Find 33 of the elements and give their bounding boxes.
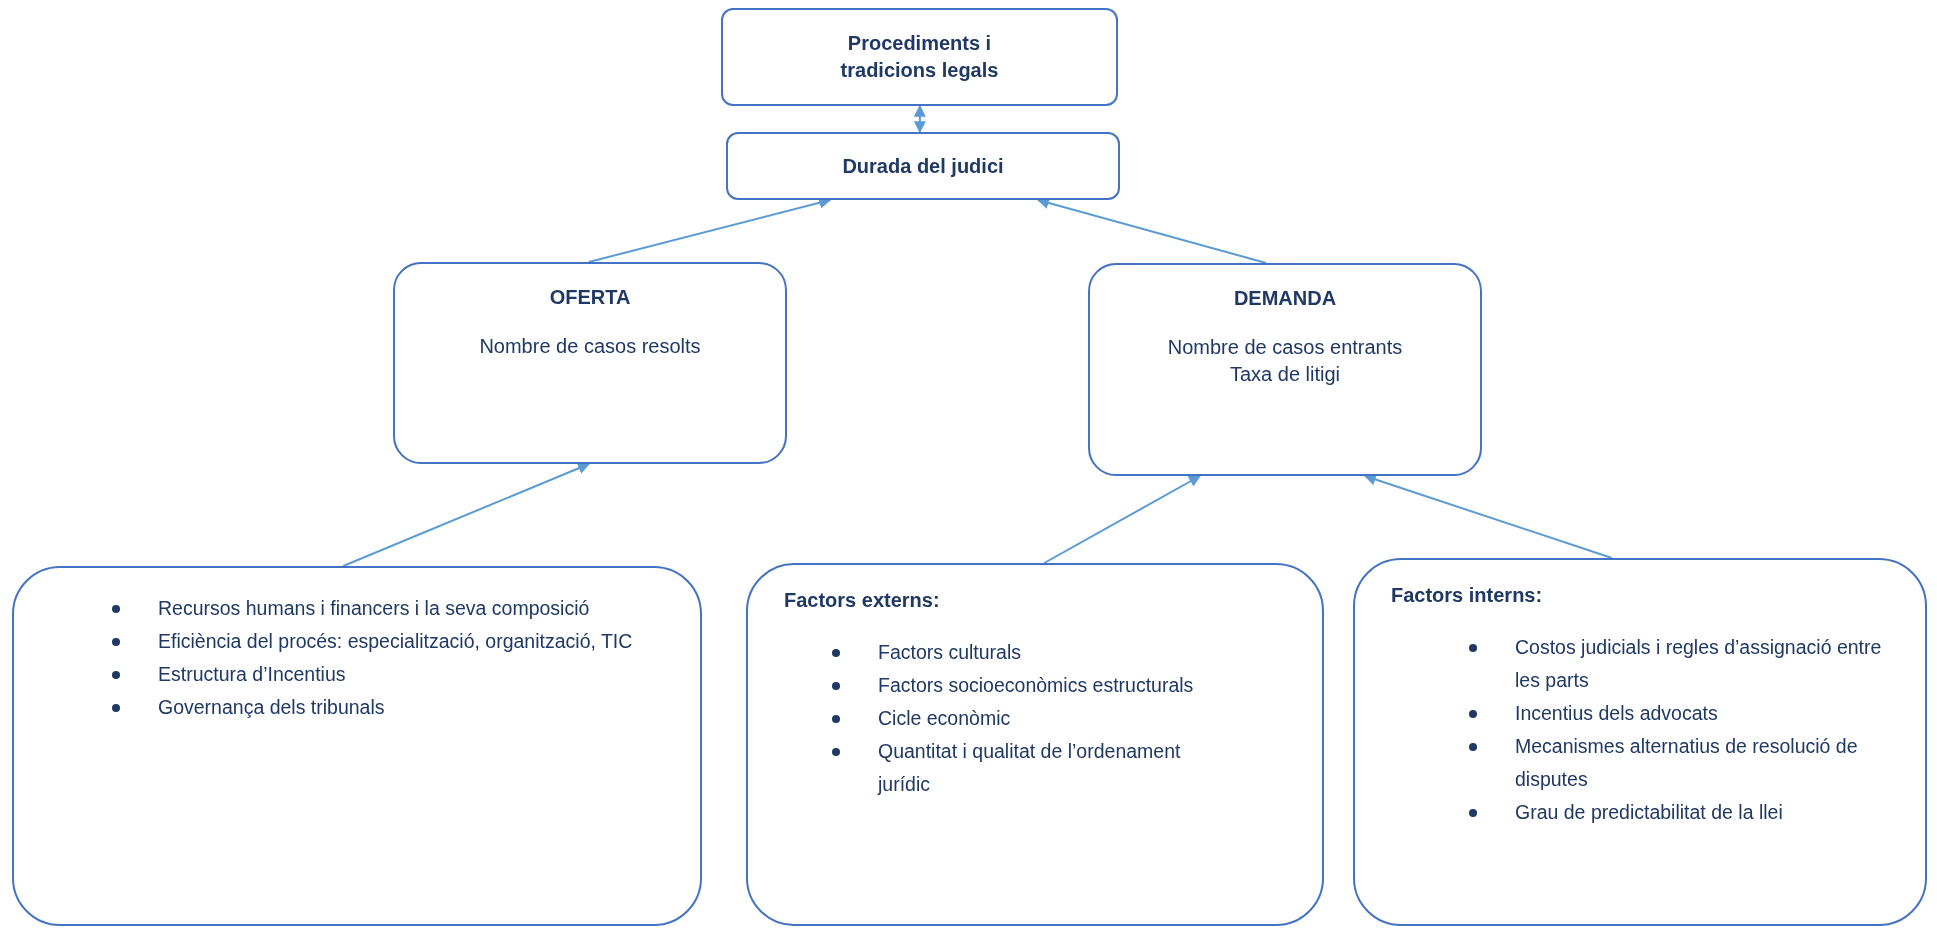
bullet-item: Factors socioeconòmics estructurals xyxy=(878,673,1194,698)
rounded-box xyxy=(1088,263,1482,476)
box-text: Taxa de litigi xyxy=(1229,362,1341,387)
rounded-box xyxy=(393,262,787,464)
bullet-item: Incentius dels advocats xyxy=(1515,701,1718,726)
rounded-box xyxy=(726,132,1120,200)
box-heading: DEMANDA xyxy=(1233,286,1337,311)
box-heading: OFERTA xyxy=(549,285,631,310)
box-text: Nombre de casos entrants xyxy=(1167,335,1403,360)
box-heading: Factors externs: xyxy=(784,588,941,613)
bullet-item: Cicle econòmic xyxy=(878,706,1011,731)
arrow xyxy=(1363,473,1613,559)
rounded-box xyxy=(746,563,1324,926)
box-title: Procediments i tradicions legals xyxy=(839,31,1000,83)
bullet-item: Grau de predictabilitat de la llei xyxy=(1515,800,1783,825)
bullet-item: Recursos humans i financers i la seva composició xyxy=(158,596,590,621)
bullet-item: Estructura d’Incentius xyxy=(158,662,346,687)
bullet-item: Governança dels tribunals xyxy=(158,695,385,720)
bullet-item: Eficiència del procés: especialització, organització, TIC xyxy=(158,629,633,654)
box-text: Nombre de casos resolts xyxy=(479,334,701,359)
bullet-item: Factors culturals xyxy=(878,640,1022,665)
bullet-item: Quantitat i qualitat de l’ordenament jurídic xyxy=(878,739,1182,797)
bullet-item: Costos judicials i regles d’assignació entre les parts xyxy=(1515,635,1883,693)
box-heading: Factors interns: xyxy=(1391,583,1544,608)
rounded-box xyxy=(721,8,1118,106)
arrow xyxy=(342,462,590,567)
arrow xyxy=(1036,197,1268,264)
rounded-box xyxy=(1353,558,1927,926)
rounded-box xyxy=(12,566,702,926)
arrow xyxy=(913,104,926,134)
box-title: Durada del judici xyxy=(842,153,1004,179)
arrow xyxy=(1043,475,1201,564)
bullet-item: Mecanismes alternatius de resolució de disputes xyxy=(1515,734,1859,792)
